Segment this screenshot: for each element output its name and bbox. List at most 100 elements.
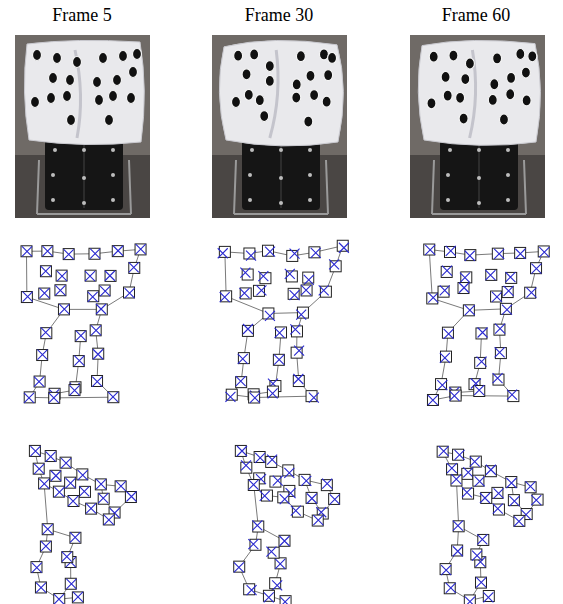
skeleton-line (446, 526, 489, 600)
pillow-marker (306, 70, 315, 81)
ground-truth-cross (54, 594, 64, 604)
ground-truth-cross (449, 391, 459, 401)
ground-truth-cross (284, 468, 294, 478)
pillow-marker (322, 96, 331, 107)
pillow-marker (441, 71, 450, 82)
ground-truth-cross (252, 520, 262, 530)
tracked-square (280, 596, 291, 604)
tracked-square (262, 245, 273, 256)
tracked-square (129, 262, 140, 273)
pillow-marker (260, 111, 269, 122)
tracked-square (115, 481, 126, 492)
ground-truth-cross (280, 536, 290, 546)
pillow-marker (506, 89, 515, 100)
pillow-marker (427, 98, 436, 109)
chair-marker (477, 176, 481, 180)
tracked-square (89, 248, 100, 259)
ground-truth-cross (446, 246, 456, 256)
tracked-square (525, 287, 536, 298)
tracked-square (103, 514, 114, 525)
pillow-marker (133, 49, 142, 60)
tracked-square (441, 266, 452, 277)
ground-truth-cross (54, 487, 64, 497)
ground-truth-cross (234, 562, 244, 572)
chair-marker (111, 198, 115, 202)
pillow-marker (265, 61, 274, 72)
tracked-square (453, 521, 464, 532)
ground-truth-cross (505, 272, 515, 282)
pillow-marker (66, 75, 75, 86)
ground-truth-cross (502, 305, 512, 315)
pillow-marker (53, 53, 62, 64)
tracked-square (240, 288, 251, 299)
tracked-square (531, 263, 542, 274)
tracked-square (253, 285, 264, 296)
tracked-square (40, 541, 51, 552)
tracked-square (470, 456, 481, 467)
ground-truth-cross (493, 373, 503, 383)
chair-marker (477, 201, 481, 205)
tracked-square (241, 462, 252, 473)
ground-truth-cross (256, 285, 266, 295)
pillow-marker (296, 51, 305, 62)
tracked-square (301, 285, 312, 296)
ground-truth-cross (311, 248, 321, 258)
frame-label: Frame 30 (204, 4, 354, 26)
ground-truth-cross (86, 503, 96, 513)
ground-truth-cross (136, 244, 146, 254)
ground-truth-cross (104, 515, 114, 525)
tracked-square (493, 374, 504, 385)
ground-truth-cross (474, 385, 484, 395)
tracked-square (494, 324, 505, 335)
ground-truth-cross (493, 504, 503, 514)
ground-truth-cross (425, 245, 435, 255)
tracked-square (288, 288, 299, 299)
ground-truth-cross (39, 479, 49, 489)
pillow-marker (95, 95, 104, 106)
tracked-square (492, 248, 503, 259)
tracked-square (75, 331, 86, 342)
tracked-square (86, 503, 97, 514)
ground-truth-cross (22, 246, 32, 256)
ground-truth-cross (76, 331, 86, 341)
tracked-square (79, 486, 90, 497)
chair-seam (280, 145, 282, 208)
ground-truth-cross (291, 506, 301, 516)
tracked-square (60, 457, 71, 468)
ground-truth-cross (463, 467, 473, 477)
chair-marker (308, 148, 312, 152)
tracked-square (37, 350, 48, 361)
tracked-square (293, 376, 304, 387)
tracked-square (236, 377, 247, 388)
pillow-marker (231, 97, 240, 108)
ground-truth-cross (495, 324, 505, 334)
tracked-square (35, 582, 46, 593)
ground-truth-cross (483, 592, 493, 602)
ground-truth-cross (225, 392, 235, 402)
tracked-square (275, 558, 286, 569)
tracked-square (112, 246, 123, 257)
ground-truth-cross (441, 565, 451, 575)
tracked-square (250, 539, 261, 550)
chair-marker (448, 148, 452, 152)
tracked-square (88, 291, 99, 302)
ground-truth-cross (249, 480, 259, 490)
pillow-marker (522, 95, 531, 106)
ground-truth-cross (515, 249, 525, 259)
tracked-square (500, 303, 511, 314)
tracked-square (312, 515, 323, 526)
chair-marker (308, 173, 312, 177)
tracked-square (34, 376, 45, 387)
ground-truth-cross (43, 524, 53, 534)
pillow-marker (507, 72, 516, 83)
tracked-square (475, 577, 486, 588)
tracked-square (437, 446, 448, 457)
skeleton-line (96, 330, 114, 397)
ground-truth-cross (57, 271, 67, 281)
tracked-square (69, 385, 80, 396)
tracked-square (451, 475, 462, 486)
ground-truth-cross (30, 446, 40, 456)
ground-truth-cross (267, 455, 277, 465)
tracked-square (329, 493, 340, 504)
ground-truth-cross (238, 354, 248, 364)
